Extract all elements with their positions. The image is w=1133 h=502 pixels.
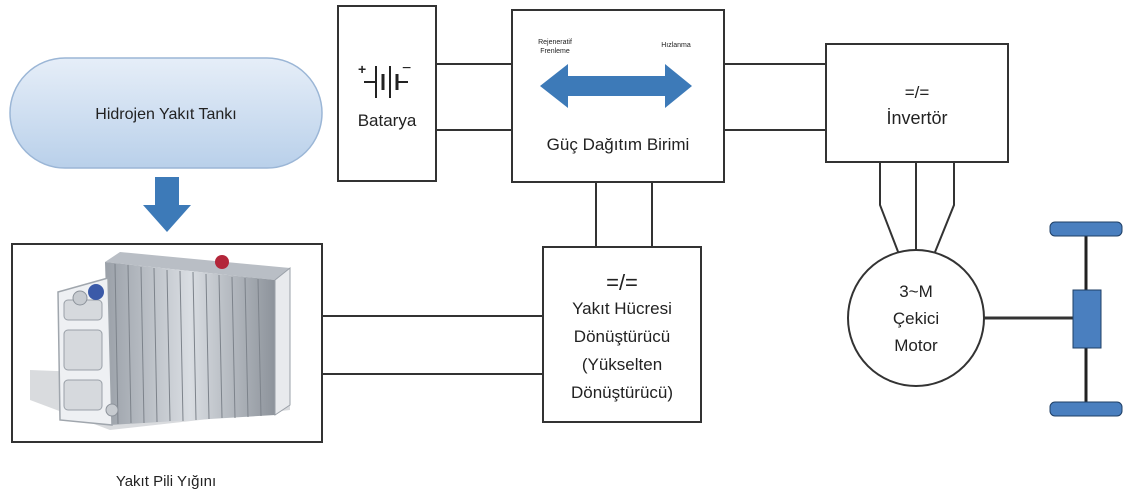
converter-line2: Dönüştürücü	[574, 327, 670, 346]
power-distribution-unit: Rejeneratif Frenleme Hızlanma Güç Dağıtı…	[511, 9, 725, 183]
pdu-right-arrow: Hızlanma	[661, 42, 691, 49]
pdu-left-arrow-line1: Rejeneratif	[538, 39, 572, 46]
connection-lines	[322, 63, 1074, 375]
converter-line3: (Yükselten	[582, 355, 662, 374]
converter-line4: Dönüştürücü)	[571, 383, 673, 402]
converter-line1: Yakıt Hücresi	[572, 299, 672, 318]
motor-line1: 3~M	[899, 282, 933, 301]
converter-symbol: =/=	[606, 270, 638, 295]
converter-box: =/= Yakıt Hücresi Dönüştürücü (Yükselten…	[542, 246, 702, 423]
battery-icon	[364, 66, 408, 98]
pdu-label: Güç Dağıtım Birimi	[547, 135, 690, 154]
motor-line2: Çekici	[893, 309, 939, 328]
down-arrow-icon	[143, 177, 191, 232]
battery-minus: −	[402, 60, 411, 77]
fuel-cell-stack	[11, 243, 323, 443]
traction-motor: 3~M Çekici Motor	[847, 249, 985, 387]
battery-label: Batarya	[358, 111, 417, 130]
fuel-cell-stack-image	[30, 252, 291, 430]
battery-box: + − Batarya	[337, 5, 437, 182]
stack-label: Yakıt Pili Yığını	[116, 473, 216, 490]
inverter-box: =/= İnvertör	[825, 43, 1009, 163]
battery-plus: +	[358, 61, 366, 77]
motor-line3: Motor	[894, 336, 938, 355]
inverter-symbol: =/=	[905, 83, 930, 102]
inverter-label: İnvertör	[886, 108, 947, 128]
pdu-left-arrow-line2: Frenleme	[540, 48, 570, 55]
hydrogen-tank: Hidrojen Yakıt Tankı	[9, 57, 323, 169]
wheel-axle-icon	[1049, 221, 1123, 417]
tank-label: Hidrojen Yakıt Tankı	[95, 106, 236, 123]
double-arrow-icon	[540, 64, 692, 108]
